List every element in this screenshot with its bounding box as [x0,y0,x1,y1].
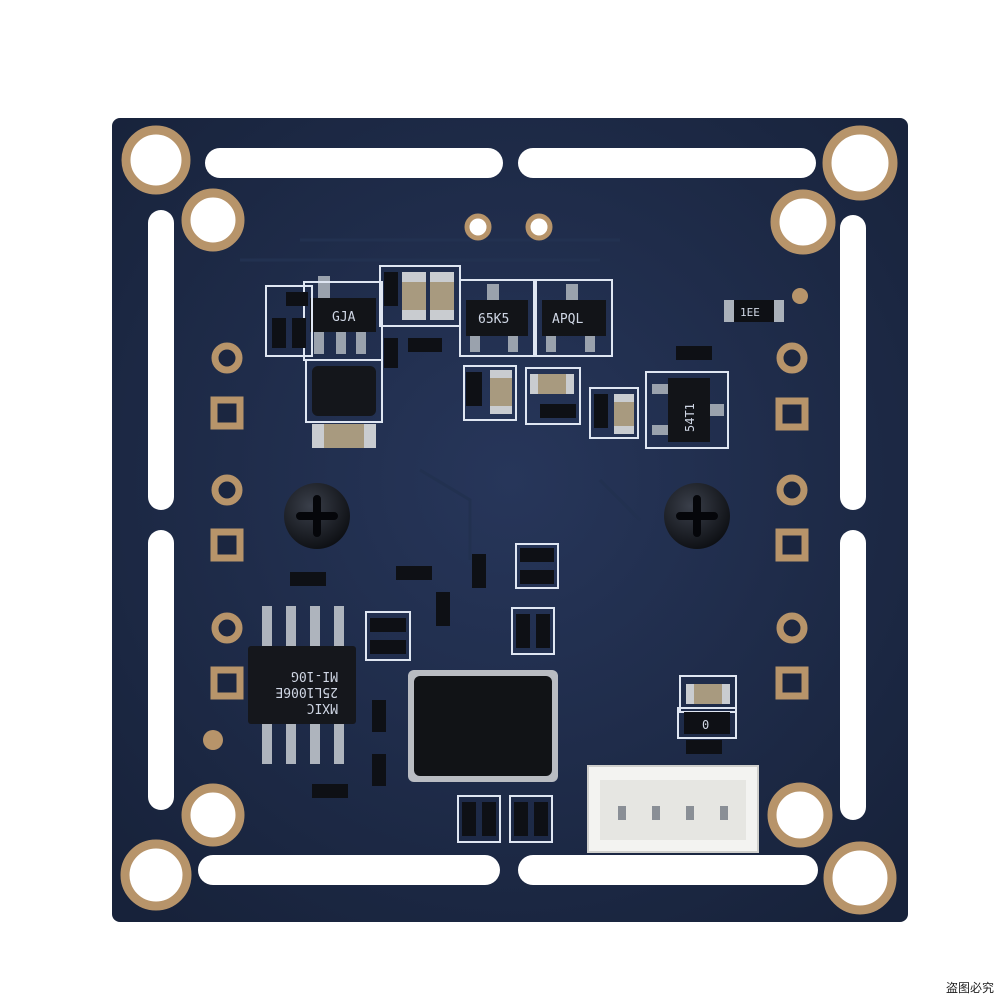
watermark-text: 盗图必究 [945,981,994,995]
mounting-hole [181,188,245,252]
mounting-hole [767,782,833,848]
mounting-hole [823,841,897,915]
right-header-pads [775,288,809,700]
slot-left-bottom [148,530,174,810]
mounting-holes [120,125,898,915]
chip-marking: APQL [552,312,583,327]
slot-right-bottom [840,530,866,820]
screw-right [664,483,730,549]
main-processor-qfn [408,670,558,782]
slot-bottom-left [198,855,500,885]
sot-chip-54t1: 54T1 [645,371,729,449]
slot-bottom-right [518,855,818,885]
chip-marking: 25L1006E [275,684,338,699]
top-vias [464,213,553,241]
small-part-o: 0 [677,707,737,739]
chip-marking: MI-10G [291,668,338,683]
slot-top-left [205,148,503,178]
slot-left-top [148,210,174,510]
chip-marking: GJA [332,310,356,325]
chip-marking: 1EE [740,306,760,319]
mounting-hole [770,189,836,255]
slot-right-top [840,215,866,510]
passive-components [265,265,737,843]
sot-chip-apql: APQL [535,279,613,357]
screw-left [284,483,350,549]
flash-chip-sop8: MXIC 25L1006E MI-10G [248,606,356,764]
mounting-hole [121,125,191,195]
resistor-1ee: 1EE [724,300,784,322]
connector-4pin [587,765,759,853]
slot-top-right [518,148,816,178]
inductor [305,359,383,423]
mounting-hole [822,125,898,201]
chip-marking: 0 [702,718,709,732]
mounting-hole [181,783,245,847]
left-header-pads [203,342,244,750]
chip-marking: 65K5 [478,312,509,327]
chip-marking: 54T1 [683,403,697,432]
mounting-hole [120,839,192,911]
chip-marking: MXIC [307,700,338,715]
